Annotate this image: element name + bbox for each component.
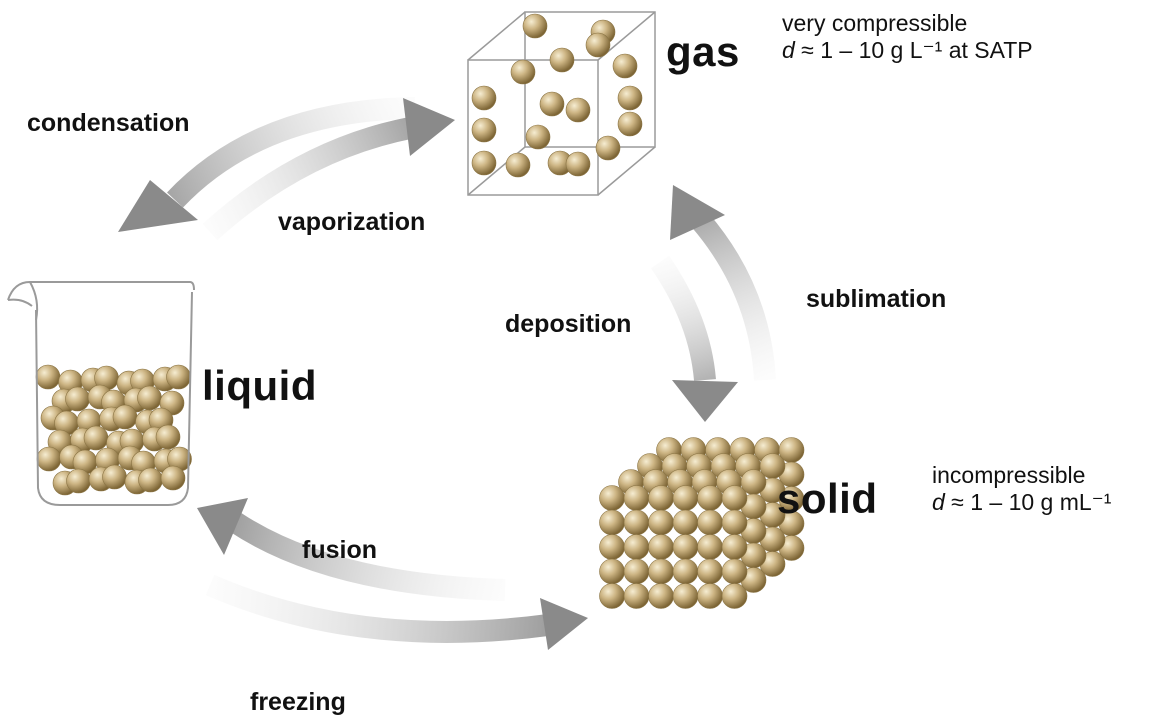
density-symbol: d xyxy=(782,37,795,63)
solid-particle xyxy=(721,534,748,560)
gas-particle xyxy=(505,152,531,178)
process-label-fusion: fusion xyxy=(302,536,377,564)
state-label-liquid: liquid xyxy=(202,362,317,409)
gas-particle xyxy=(565,97,591,123)
solid-particle xyxy=(623,534,650,560)
process-label-condensation: condensation xyxy=(27,109,190,137)
gas-particle xyxy=(565,151,591,177)
solid-particle xyxy=(648,485,674,511)
solid-particle xyxy=(672,485,699,511)
density-symbol: d xyxy=(932,489,945,515)
solid-particle xyxy=(672,583,699,609)
arrow-fusion xyxy=(197,498,506,601)
solid-particle xyxy=(599,583,625,609)
solid-particle xyxy=(697,485,723,511)
gas-particle xyxy=(471,150,497,176)
liquid-particle xyxy=(36,446,62,472)
solid-particle xyxy=(697,558,723,585)
solid-particle xyxy=(599,534,625,560)
gas-density: d ≈ 1 – 10 g L⁻¹ at SATP xyxy=(782,37,1033,64)
gas-density-value: ≈ 1 – 10 g L⁻¹ at SATP xyxy=(794,37,1033,63)
solid-particle xyxy=(623,485,650,511)
arrow-deposition xyxy=(650,255,738,422)
gas-particle xyxy=(612,53,638,79)
solid-properties: incompressible d ≈ 1 – 10 g mL⁻¹ xyxy=(932,462,1111,516)
solid-density-value: ≈ 1 – 10 g mL⁻¹ xyxy=(944,489,1112,515)
solid-particle xyxy=(599,485,625,511)
process-label-freezing: freezing xyxy=(250,688,346,716)
solid-particle xyxy=(599,558,625,585)
gas-particle xyxy=(539,91,565,117)
liquid-beaker-walls xyxy=(35,291,193,506)
gas-particle xyxy=(585,32,611,58)
solid-particle xyxy=(623,509,650,536)
solid-particle xyxy=(697,509,723,536)
liquid-particle xyxy=(83,425,109,451)
gas-particle xyxy=(595,135,621,161)
solid-particle xyxy=(721,558,748,585)
liquid-particle xyxy=(137,385,162,411)
gas-particle xyxy=(471,117,497,143)
process-label-sublimation: sublimation xyxy=(806,285,947,313)
gas-container-box xyxy=(467,11,656,196)
liquid-particle xyxy=(65,386,90,412)
gas-particle xyxy=(471,85,497,111)
gas-particles xyxy=(471,13,643,178)
arrow-condensation xyxy=(118,97,416,232)
liquid-particles xyxy=(35,364,192,496)
gas-particle xyxy=(549,47,575,73)
solid-particle xyxy=(599,509,625,536)
arrow-vaporization xyxy=(202,98,455,241)
solid-particle xyxy=(623,558,650,585)
solid-particles xyxy=(599,437,805,609)
liquid-particle xyxy=(155,424,181,450)
process-label-deposition: deposition xyxy=(505,310,632,338)
liquid-particle xyxy=(35,364,61,390)
liquid-particle xyxy=(138,467,163,493)
gas-particle xyxy=(617,85,643,111)
solid-particle xyxy=(648,558,674,585)
liquid-particle xyxy=(166,364,191,390)
liquid-particle xyxy=(66,468,91,494)
solid-particle xyxy=(648,509,674,536)
gas-particle xyxy=(617,111,643,137)
gas-particle xyxy=(522,13,548,39)
arrow-sublimation xyxy=(670,185,776,381)
solid-particle xyxy=(648,534,674,560)
state-label-gas: gas xyxy=(666,28,740,75)
solid-particle xyxy=(721,485,748,511)
gas-properties: very compressible d ≈ 1 – 10 g L⁻¹ at SA… xyxy=(782,10,1033,64)
solid-particle xyxy=(623,583,650,609)
gas-particle xyxy=(525,124,551,150)
process-label-vaporization: vaporization xyxy=(278,208,426,236)
liquid-particle xyxy=(112,404,138,430)
solid-density: d ≈ 1 – 10 g mL⁻¹ xyxy=(932,489,1111,516)
liquid-particle xyxy=(102,464,127,490)
solid-particle xyxy=(697,583,723,609)
solid-particle xyxy=(672,509,699,536)
solid-particle xyxy=(721,583,748,609)
solid-particle xyxy=(672,534,699,560)
liquid-particle xyxy=(160,465,186,491)
solid-particle xyxy=(648,583,674,609)
gas-particle xyxy=(510,59,536,85)
state-label-solid: solid xyxy=(777,475,878,522)
gas-compressibility: very compressible xyxy=(782,10,968,36)
solid-particle xyxy=(672,558,699,585)
arrow-freezing xyxy=(205,574,588,650)
solid-compressibility: incompressible xyxy=(932,462,1086,488)
solid-particle xyxy=(721,509,748,536)
solid-particle xyxy=(697,534,723,560)
